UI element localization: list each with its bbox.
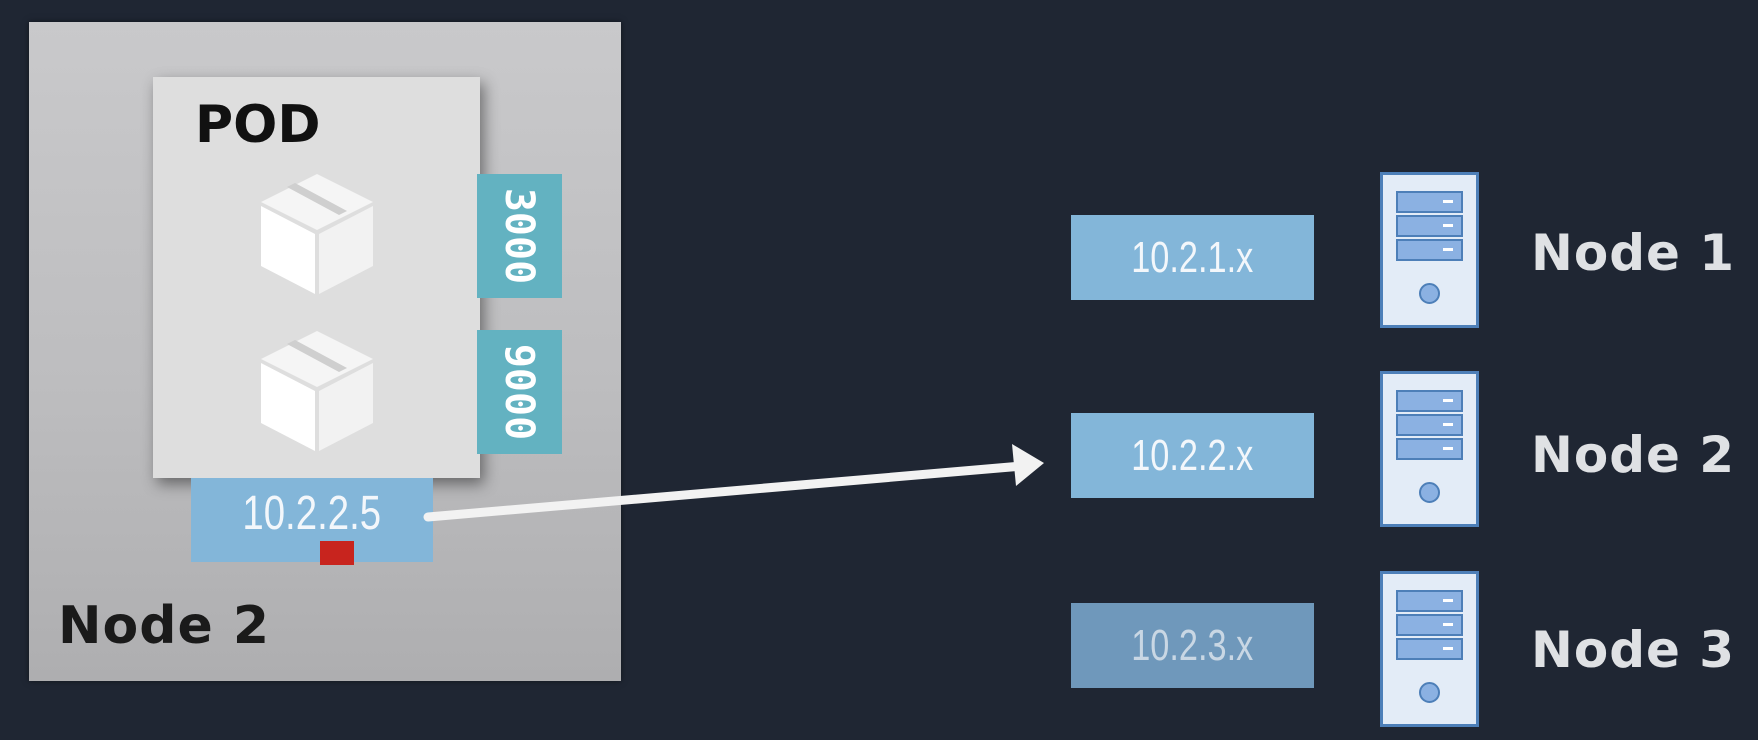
node-2-label: Node 2 — [1531, 426, 1736, 484]
container-icon — [261, 331, 373, 451]
node-ip-label: 10.2.2.x — [1131, 430, 1254, 480]
pod-ip-box: 10.2.2.5 — [191, 478, 433, 562]
node-3-label: Node 3 — [1531, 621, 1736, 679]
node-2-ip-box: 10.2.2.x — [1071, 413, 1314, 498]
node-ip-label: 10.2.3.x — [1131, 620, 1254, 670]
node-1-ip-box: 10.2.1.x — [1071, 215, 1314, 300]
node-1-label: Node 1 — [1531, 224, 1736, 282]
pod-box — [153, 77, 480, 478]
node-3-ip-box: 10.2.3.x — [1071, 603, 1314, 688]
server-icon — [1380, 571, 1479, 727]
pod-ip-label: 10.2.2.5 — [242, 486, 382, 540]
node-ip-label: 10.2.1.x — [1131, 232, 1254, 282]
network-interface-marker — [320, 541, 354, 565]
server-icon — [1380, 172, 1479, 328]
node-box-label: Node 2 — [58, 596, 271, 656]
port-9000: 9000 — [477, 330, 562, 454]
server-icon — [1380, 371, 1479, 527]
pod-label: POD — [195, 95, 321, 155]
port-3000: 3000 — [477, 174, 562, 298]
container-icon — [261, 174, 373, 294]
